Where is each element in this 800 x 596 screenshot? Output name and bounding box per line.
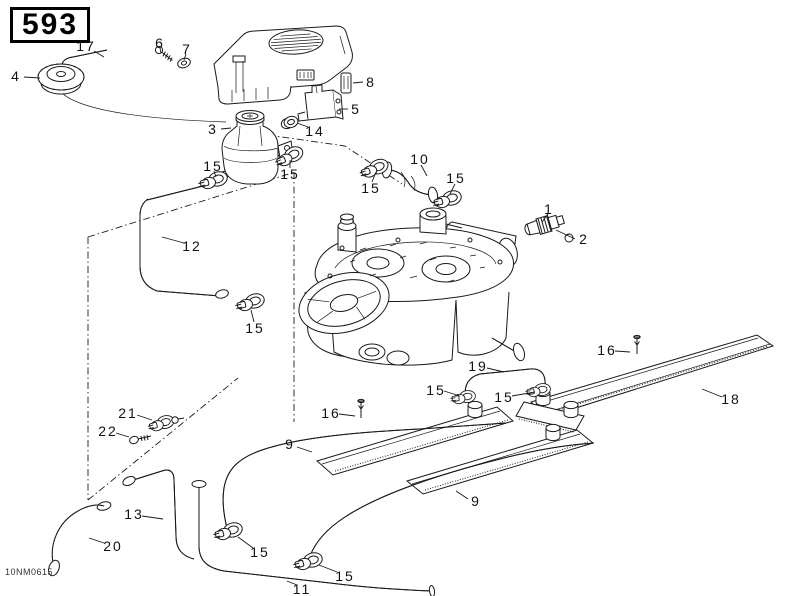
callout-9: 9 bbox=[471, 493, 481, 509]
leader-line-6 bbox=[159, 47, 162, 54]
coolant-port bbox=[563, 400, 579, 419]
callout-13: 13 bbox=[124, 506, 144, 522]
leader-line-7 bbox=[183, 53, 187, 61]
callout-8: 8 bbox=[366, 74, 376, 90]
leader-line-21 bbox=[136, 414, 153, 421]
coolant-port bbox=[467, 400, 483, 419]
callout-1: 1 bbox=[544, 201, 554, 217]
callout-14: 14 bbox=[305, 123, 325, 139]
model-code-box: 593 bbox=[10, 7, 91, 43]
callout-15: 15 bbox=[494, 389, 514, 405]
leader-line-4 bbox=[23, 76, 41, 79]
callout-10: 10 bbox=[410, 151, 430, 167]
rivet-16 bbox=[633, 334, 641, 355]
coolant-reservoir-3 bbox=[218, 110, 294, 185]
callout-15: 15 bbox=[203, 158, 223, 174]
temp-sensor-1 bbox=[524, 214, 565, 236]
callout-4: 4 bbox=[11, 68, 21, 84]
coolant-hose-9-upper bbox=[222, 422, 507, 529]
callout-11: 11 bbox=[293, 581, 312, 596]
leader-line-16 bbox=[614, 350, 631, 353]
pressure-cap-4 bbox=[37, 63, 85, 95]
model-code: 593 bbox=[22, 8, 79, 41]
leader-line-8 bbox=[352, 81, 364, 84]
callout-16: 16 bbox=[597, 342, 617, 358]
leader-line-16 bbox=[338, 413, 356, 417]
leader-line-15 bbox=[511, 391, 536, 397]
rivet-16 bbox=[357, 398, 365, 419]
leader-line-1 bbox=[541, 213, 549, 223]
callout-15: 15 bbox=[250, 544, 270, 560]
callout-22: 22 bbox=[98, 423, 118, 439]
leader-line-20 bbox=[88, 537, 105, 544]
leader-line-3 bbox=[220, 127, 232, 130]
leader-line-10 bbox=[420, 164, 428, 177]
clamp-21 bbox=[146, 413, 185, 434]
leader-line-2 bbox=[555, 229, 576, 240]
leader-line-9 bbox=[296, 446, 313, 453]
leader-line-15 bbox=[318, 564, 338, 573]
callout-19: 19 bbox=[468, 358, 488, 374]
callout-20: 20 bbox=[103, 538, 123, 554]
leader-line-15 bbox=[213, 170, 217, 178]
coolant-hose-13 bbox=[122, 469, 195, 560]
elbow-hose-10 bbox=[381, 161, 439, 204]
leader-line-15 bbox=[443, 390, 461, 397]
leader-line-11 bbox=[286, 580, 298, 586]
vent-hose-12 bbox=[139, 184, 229, 299]
airbox-art bbox=[213, 25, 353, 105]
callout-15: 15 bbox=[335, 568, 355, 584]
leader-line-12 bbox=[161, 236, 185, 244]
callout-16: 16 bbox=[321, 405, 341, 421]
callout-5: 5 bbox=[351, 101, 361, 117]
leader-line-9 bbox=[455, 490, 469, 500]
leader-line-19 bbox=[486, 367, 505, 373]
leader-line-17 bbox=[93, 50, 105, 58]
callout-15: 15 bbox=[426, 382, 446, 398]
washer-7 bbox=[177, 57, 191, 69]
overflow-line bbox=[58, 89, 227, 123]
leader-line-15 bbox=[371, 171, 377, 183]
bracket-8 bbox=[340, 72, 352, 94]
callout-12: 12 bbox=[182, 238, 202, 254]
callout-15: 15 bbox=[245, 320, 265, 336]
callout-9: 9 bbox=[285, 436, 295, 452]
hose-clamp-15 bbox=[233, 291, 267, 314]
grommet-14 bbox=[280, 115, 299, 130]
leader-line-15 bbox=[237, 536, 254, 549]
coolant-hose-9-lower bbox=[309, 442, 595, 557]
leader-line-15 bbox=[449, 183, 456, 195]
leader-line-13 bbox=[141, 515, 164, 520]
heat-exchanger-left-upper bbox=[315, 406, 515, 476]
callout-15: 15 bbox=[446, 170, 466, 186]
callout-2: 2 bbox=[579, 231, 589, 247]
hose-clamp-15 bbox=[211, 520, 245, 543]
callout-6: 6 bbox=[155, 35, 165, 51]
leader-line-18 bbox=[701, 388, 723, 398]
leader-line-22 bbox=[115, 432, 130, 438]
callout-3: 3 bbox=[208, 121, 218, 137]
coolant-hose-19 bbox=[464, 368, 546, 400]
corrugated-hose-20 bbox=[48, 501, 112, 577]
coolant-port bbox=[545, 423, 561, 442]
callout-7: 7 bbox=[182, 41, 192, 57]
part-code: 10NM0615 bbox=[5, 567, 54, 577]
callout-18: 18 bbox=[721, 391, 741, 407]
coolant-hose-11 bbox=[191, 480, 436, 596]
screw-22 bbox=[129, 434, 152, 445]
callout-21: 21 bbox=[118, 405, 138, 421]
leader-line-14 bbox=[296, 122, 309, 128]
callout-15: 15 bbox=[280, 166, 300, 182]
bracket-5 bbox=[297, 84, 344, 122]
engine-art bbox=[298, 207, 526, 366]
leader-line-15 bbox=[250, 309, 255, 323]
callout-15: 15 bbox=[361, 180, 381, 196]
hose-clamp-15 bbox=[291, 550, 325, 573]
